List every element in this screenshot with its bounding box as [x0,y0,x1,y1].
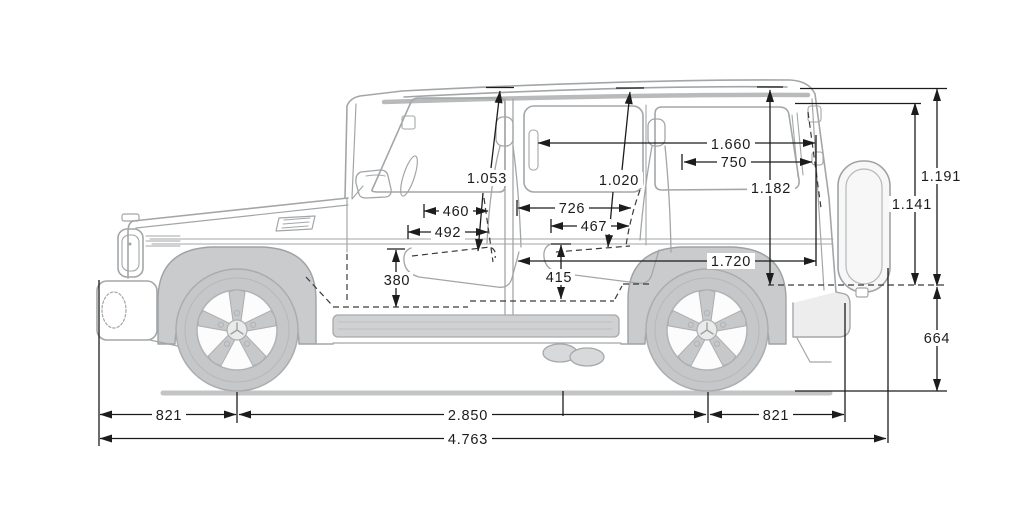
dim-label-rear-height-outer: 1.191 [921,169,961,185]
fender-vent [275,215,316,232]
exhaust-tips [542,343,605,367]
side-mirror [351,169,392,200]
rear-bumper [792,291,851,363]
dim-label-seat-front-a: 460 [443,204,470,220]
seats [403,116,672,288]
dim-label-rear-overhang: 821 [763,408,790,424]
dim-label-seat-height-front: 380 [384,273,411,289]
running-board [332,314,620,338]
dim-label-load-sill-height: 664 [924,331,951,347]
front-wheel [175,268,299,392]
rear-wheel [645,268,769,392]
dim-label-cargo-length-floor: 1.720 [711,254,751,270]
dimension-layer: 1.660 750 1.053 1.020 1.182 460 492 726 … [98,86,965,448]
extension-lines [98,87,947,446]
dim-label-headroom-front: 1.053 [467,171,507,187]
dim-label-cargo-length-upper: 1.660 [711,137,751,153]
turn-indicator [121,213,140,222]
front-door-window [371,97,506,193]
headlight [117,228,144,278]
dim-label-seat-height-rear: 415 [546,270,573,286]
label-backgrounds [152,136,965,446]
dim-label-seat-front-b: 492 [435,225,462,241]
grille-slats [145,235,181,247]
b-pillar [504,98,514,333]
spare-wheel [837,160,891,298]
dimension-labels: 1.660 750 1.053 1.020 1.182 460 492 726 … [156,137,961,448]
dim-label-cargo-height: 1.182 [751,181,791,197]
steering-wheel [400,155,418,197]
dim-label-headroom-rear: 1.020 [599,173,639,189]
interior-dashed-lines [305,111,947,308]
dim-label-front-overhang: 821 [156,408,183,424]
dim-label-rear-height-inner: 1.141 [892,197,932,213]
car-drawing [96,79,891,396]
body-outline [127,79,837,345]
fog-lamp-mesh [101,291,127,329]
rearview-mirror [401,115,416,130]
front-headrest [495,116,514,147]
rear-door-window [523,105,644,193]
dim-label-overall-length: 4.763 [448,432,488,448]
dim-label-wheelbase: 2.850 [448,408,488,424]
dim-label-seat-rear-b: 467 [581,219,608,235]
dim-label-seat-rear-a: 726 [559,201,586,217]
front-bumper [96,280,158,341]
rear-headrest [647,118,666,147]
dim-label-cargo-length-mid: 750 [721,155,748,171]
